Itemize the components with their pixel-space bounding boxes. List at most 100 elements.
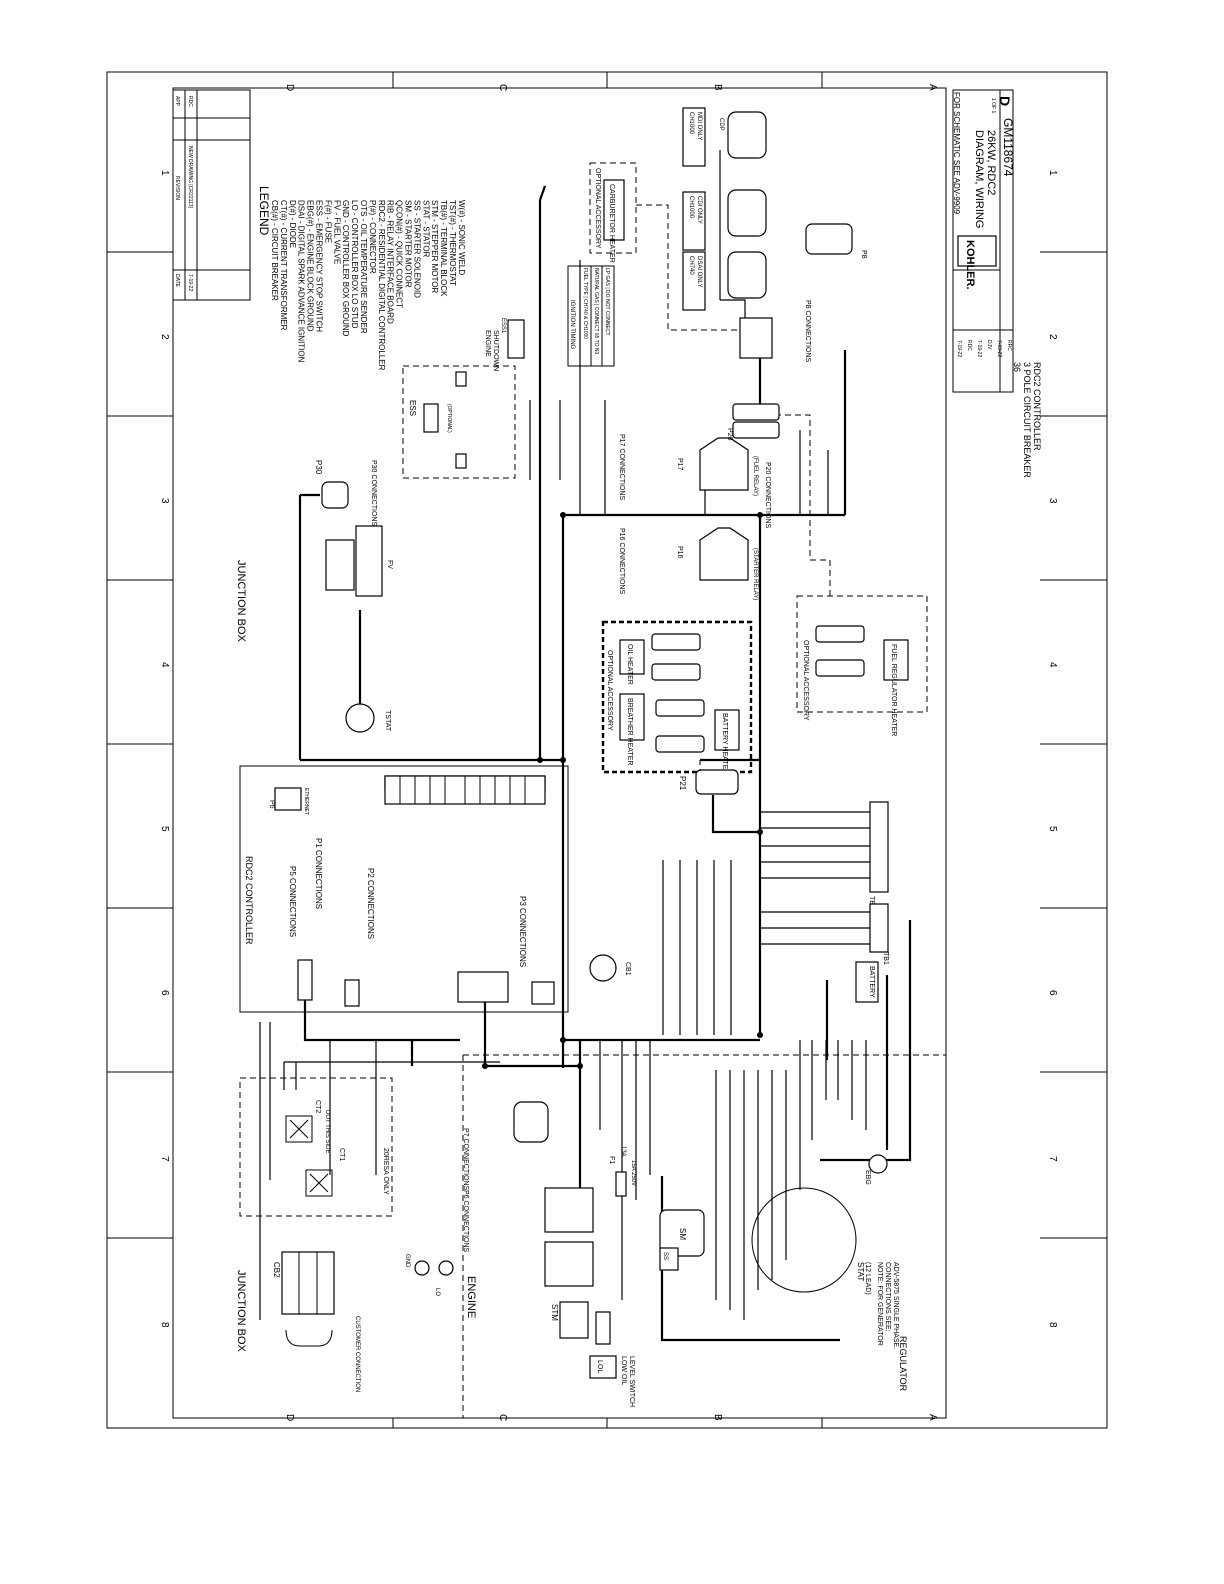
battery [855,961,879,1003]
title-line2: 26KW, RDC2 [985,130,997,195]
low-oil-2: LEVEL SWITCH [628,1356,635,1407]
ch1000-mdi-label: CH1000 [688,112,694,135]
zone-left-2: 2 [159,334,170,340]
zone-right-5: 5 [1047,826,1058,832]
zone-bottom-b: B [712,1414,723,1421]
zone-right-2: 2 [1047,334,1058,340]
zone-letters-top: D C B A [284,84,938,91]
title-date-1: 7-19-22 [956,340,962,357]
legend-item: RDC2 - RESIDENTIAL DIGITAL CONTROLLER [377,200,386,371]
p4-connector [344,979,360,1007]
rev-hdr-date: DATE [174,274,180,288]
p20-connector-a [732,403,780,421]
engine-label: ENGINE [465,1276,477,1318]
p21-label: P21 [678,776,687,791]
mdi-only-label: MDI ONLY [696,112,702,141]
gen-note-1: NOTE: FOR GENERATOR [876,1262,883,1346]
ignition-timing-title: IGNITION TIMING [569,300,575,350]
legend-item: W(#) - SONIC WELD [457,200,466,275]
stm-motor [559,1301,589,1339]
ignition-modules: CH1000 MDI ONLY CH1000 CDI ONLY CH740 DS… [682,107,867,363]
gnd-label: GND [404,1254,410,1268]
p8-connections-title: P8 CONNECTIONS [804,300,811,363]
rdc2-controller: RDC2 CONTROLLER P6 ETHERNET P5 CONNECTIO… [239,765,569,1013]
fuel-regulator-heater: OPTIONAL ACCESSORY FUEL REGULATOR HEATER [802,625,909,736]
zone-left-6: 6 [159,990,170,996]
p7-ots-connector [513,1101,549,1143]
lo-terminal [438,1260,454,1276]
ignition-module [739,317,773,359]
rev-row-revision: NEW DRAWING [CR22113] [187,146,193,209]
zone-right-3: 3 [1047,498,1058,504]
gen-note-3: ADV-5875 SINGLE PHASE. [892,1262,899,1349]
regulator-label: REGULATOR [898,1336,908,1392]
p7-connections-title: P7 CONNECTIONS [462,1128,469,1191]
p17-connections-title: P17 CONNECTIONS [618,434,625,500]
p2-connector [457,971,509,1003]
fuel-valve-assembly: P30 P30 CONNECTIONS FV TSTAT [314,460,393,733]
p30-connections-title: P30 CONNECTIONS [370,460,377,526]
title-rev: D [997,96,1013,106]
zone-letters-bottom: D C B A [284,1414,938,1421]
p6-ethernet-port [274,787,302,811]
dsai-only-label: DSAI ONLY [696,256,702,288]
relays: P17 (FUEL RELAY) P17 CONNECTIONS P16 (ST… [618,403,780,600]
ignition-timing-table: IGNITION TIMING FUEL TYPE | CH740 & CH10… [567,265,615,367]
zone-right-7: 7 [1047,1156,1058,1162]
optional-accessory-label: OPTIONAL ACCESSORY [606,650,613,731]
zone-left-5: 5 [159,826,170,832]
title-drawing-number: GM118674 [1001,118,1015,177]
breather-heater-label: BREATHER HEATER [626,698,633,765]
p20-label: P20 [726,428,733,441]
ch1000-label: CH1000 [688,196,694,219]
f1-label: F1 [608,1156,615,1164]
p2-connections-title: P2 CONNECTIONS [366,868,375,939]
fuel-regulator-heater-label: FUEL REGULATOR HEATER [890,644,897,736]
low-oil-1: LOW OIL [620,1356,627,1385]
zone-bottom-a: A [927,1414,938,1421]
title-block: KOHLER. DIAGRAM, WIRING 26KW, RDC2 GM118… [952,89,1015,393]
zone-left-8: 8 [159,1322,170,1328]
zone-right-6: 6 [1047,990,1058,996]
cdi-only-label: CDI ONLY [696,196,702,224]
legend-item: OTS - OIL TEMPERATURE SENDER [359,200,368,334]
lo-label: LO [434,1288,440,1296]
ebg-label: EBG [864,1170,871,1185]
junction-box-bottom-label: JUNCTION BOX [235,1270,247,1353]
legend-item: SM - STARTER MOTOR [404,200,413,288]
cdp-label-1: CDP [718,118,724,131]
p8-connector [805,223,853,255]
ess-assembly: ESS (OPTIONAL) ENGINE SHUTDOWN ESS1 [408,318,525,469]
cb1-breaker [589,954,617,982]
stator-circle [751,1187,857,1293]
tb2-block [869,801,889,893]
p30-connector [321,481,349,509]
starter-motor [659,1209,705,1257]
sheet-inner-border [172,87,947,1419]
cb1-label: CB1 [624,962,631,976]
title-date-3: 7-19-22 [996,340,1002,357]
sm-label: SM [678,1228,687,1240]
zone-top-a: A [927,84,938,91]
zone-numbers-left: 1 2 3 4 5 6 7 8 [159,170,170,1328]
zone-left-4: 4 [159,662,170,668]
starter-relay-label: (STARTER RELAY) [752,548,758,600]
junction-box-top-label: JUNCTION BOX [235,560,247,643]
fuel-regulator-dashed-box [796,595,928,713]
carburetor-dashed-box [589,162,637,254]
optional-accessory-box [601,620,753,774]
tb1-block [869,903,889,953]
ethernet-label: ETHERNET [303,788,309,815]
legend-item: CB(#) - CIRCUIT BREAKER [270,200,279,301]
engine-shutdown-connector [507,319,525,359]
ct1-label: CT1 [338,1148,345,1161]
oil-heater-label: OIL HEATER [626,644,633,685]
carburetor-heater-label: CARBURETOR HEATER [608,184,615,263]
ess-optional-label: (OPTIONAL) [446,404,452,433]
ct-dashed-box [239,1077,393,1217]
starter-solenoid [659,1247,679,1271]
legend-item: DSAI - DIGITAL SPARK ADVANCE IGNITION [297,200,306,363]
p6-connections-title: P6 CONNECTIONS [462,1190,469,1253]
legend-item: TB(#) - TERMINAL BLOCK [439,200,448,297]
